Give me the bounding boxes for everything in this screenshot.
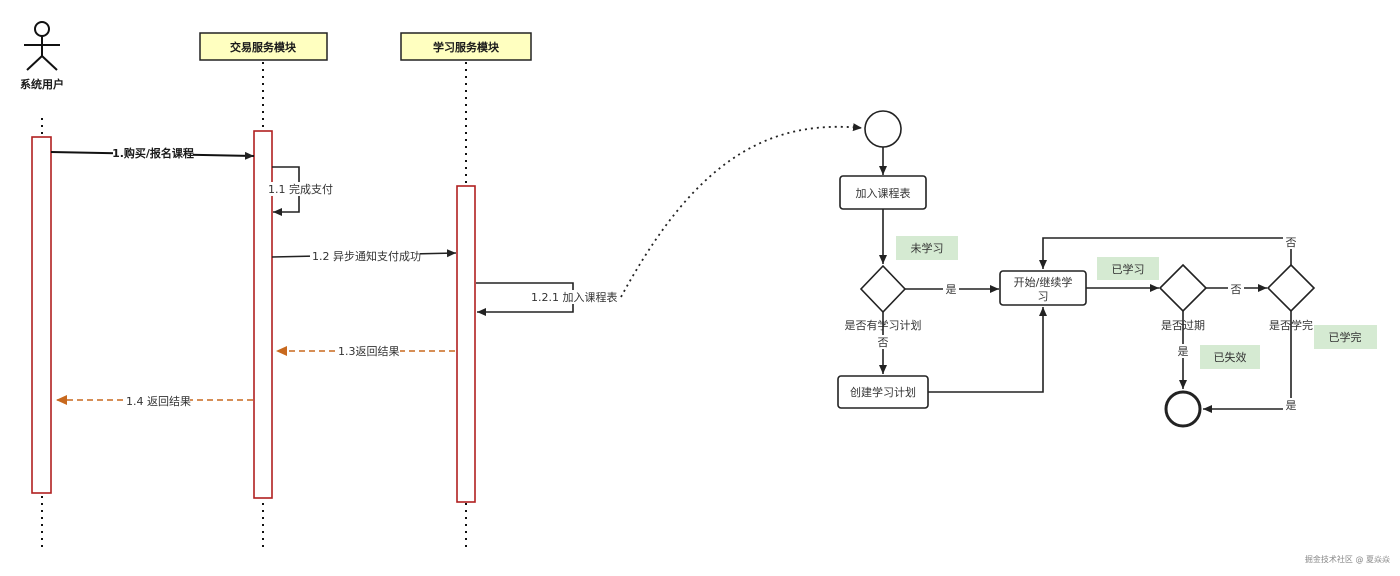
flow-create-plan-label: 创建学习计划 xyxy=(850,385,916,399)
flow-tag-studied-label: 已学习 xyxy=(1112,262,1145,276)
flow-end-node xyxy=(1164,390,1202,428)
message-1-2-1-label: 1.2.1 加入课程表 xyxy=(531,290,618,304)
message-1-1-label: 1.1 完成支付 xyxy=(268,182,333,196)
flow-tag-invalid-label: 已失效 xyxy=(1214,350,1247,364)
flow-start-node xyxy=(864,110,902,148)
flow-start-study-label-1: 开始/继续学 xyxy=(1014,275,1073,289)
flow-add-to-table-label: 加入课程表 xyxy=(856,186,911,200)
message-1-label: 1.购买/报名课程 xyxy=(112,146,194,160)
flow-has-plan-no-label: 否 xyxy=(878,336,889,349)
flow-completed-no-label: 否 xyxy=(1286,236,1297,249)
participant-learning-label: 学习服务模块 xyxy=(433,40,500,54)
flow-tag-not-studied xyxy=(896,236,958,260)
flow-tag-studied xyxy=(1097,257,1159,280)
flow-tag-not-studied-label: 未学习 xyxy=(911,241,944,255)
flow-completed-yes-label: 是 xyxy=(1286,399,1297,412)
activation-learning xyxy=(456,185,476,503)
flow-expired-decision xyxy=(1158,263,1208,313)
flow-start-study-label-2: 习 xyxy=(1038,290,1049,303)
flow-edge-create-plan xyxy=(928,307,1047,393)
flow-expired-yes-label: 是 xyxy=(1178,345,1189,358)
participant-learning: 学习服务模块 xyxy=(400,32,532,61)
watermark: 掘金技术社区 @ 夏焱焱 xyxy=(1305,554,1390,564)
connector-curve xyxy=(620,123,863,298)
flow-edge-completed-no xyxy=(1039,237,1292,269)
activation-user xyxy=(31,136,52,494)
activation-trade xyxy=(253,130,273,499)
flow-expired-no-label: 否 xyxy=(1231,283,1242,296)
participant-trade-label: 交易服务模块 xyxy=(230,40,297,54)
flow-tag-completed-label: 已学完 xyxy=(1329,330,1362,344)
actor-icon xyxy=(24,21,60,71)
flow-tag-completed xyxy=(1314,325,1377,349)
message-1-4-label: 1.4 返回结果 xyxy=(126,395,191,408)
flow-has-plan-decision xyxy=(859,264,907,314)
participant-trade: 交易服务模块 xyxy=(199,32,328,61)
flow-tag-invalid xyxy=(1200,345,1260,369)
flow-completed-decision xyxy=(1266,263,1316,313)
flow-has-plan-yes-label: 是 xyxy=(946,283,957,296)
message-1-2-label: 1.2 异步通知支付成功 xyxy=(312,249,421,263)
actor-label: 系统用户 xyxy=(20,77,64,91)
message-1-3-label: 1.3返回结果 xyxy=(338,345,400,358)
